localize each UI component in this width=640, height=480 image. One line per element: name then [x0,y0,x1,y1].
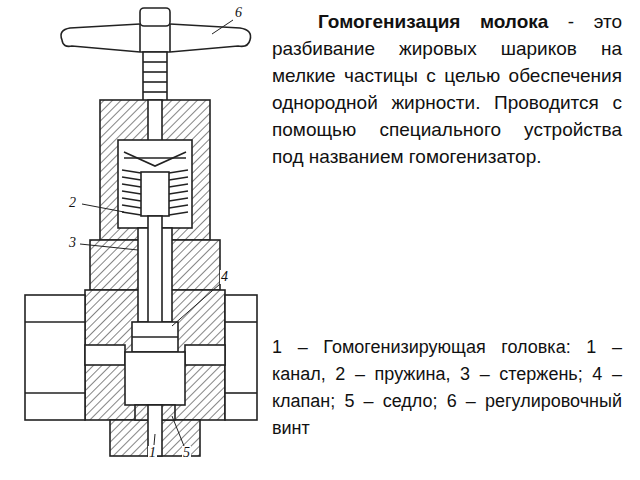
callout-number: 6 [234,6,243,20]
spring-coil [122,191,141,194]
spring-coil [169,184,188,187]
spring-coil [122,205,141,208]
callout-number: 1 [148,446,157,460]
title: Гомогенизация молока [318,11,548,32]
callout-number: 2 [68,196,77,210]
spring-coil [122,177,141,180]
spring-coil [122,184,141,187]
spring-coil [169,191,188,194]
spring-coil [169,177,188,180]
spring-coil [122,170,141,173]
spring-coil [169,198,188,201]
spring-coil [169,170,188,173]
spring-coil [169,212,188,215]
callout-number: 4 [220,270,229,284]
definition-text: Гомогенизация молока - это разбивание жи… [272,8,622,170]
spring-coil [169,205,188,208]
definition-body: - это разбивание жировых шариков на мелк… [272,11,622,167]
spring-coil [122,198,141,201]
callout-number: 3 [68,236,77,250]
spring-coil [122,212,141,215]
caption: 1 – Гомогенизирующая головка: 1 – канал,… [272,334,622,442]
callout-number: 5 [182,446,191,460]
